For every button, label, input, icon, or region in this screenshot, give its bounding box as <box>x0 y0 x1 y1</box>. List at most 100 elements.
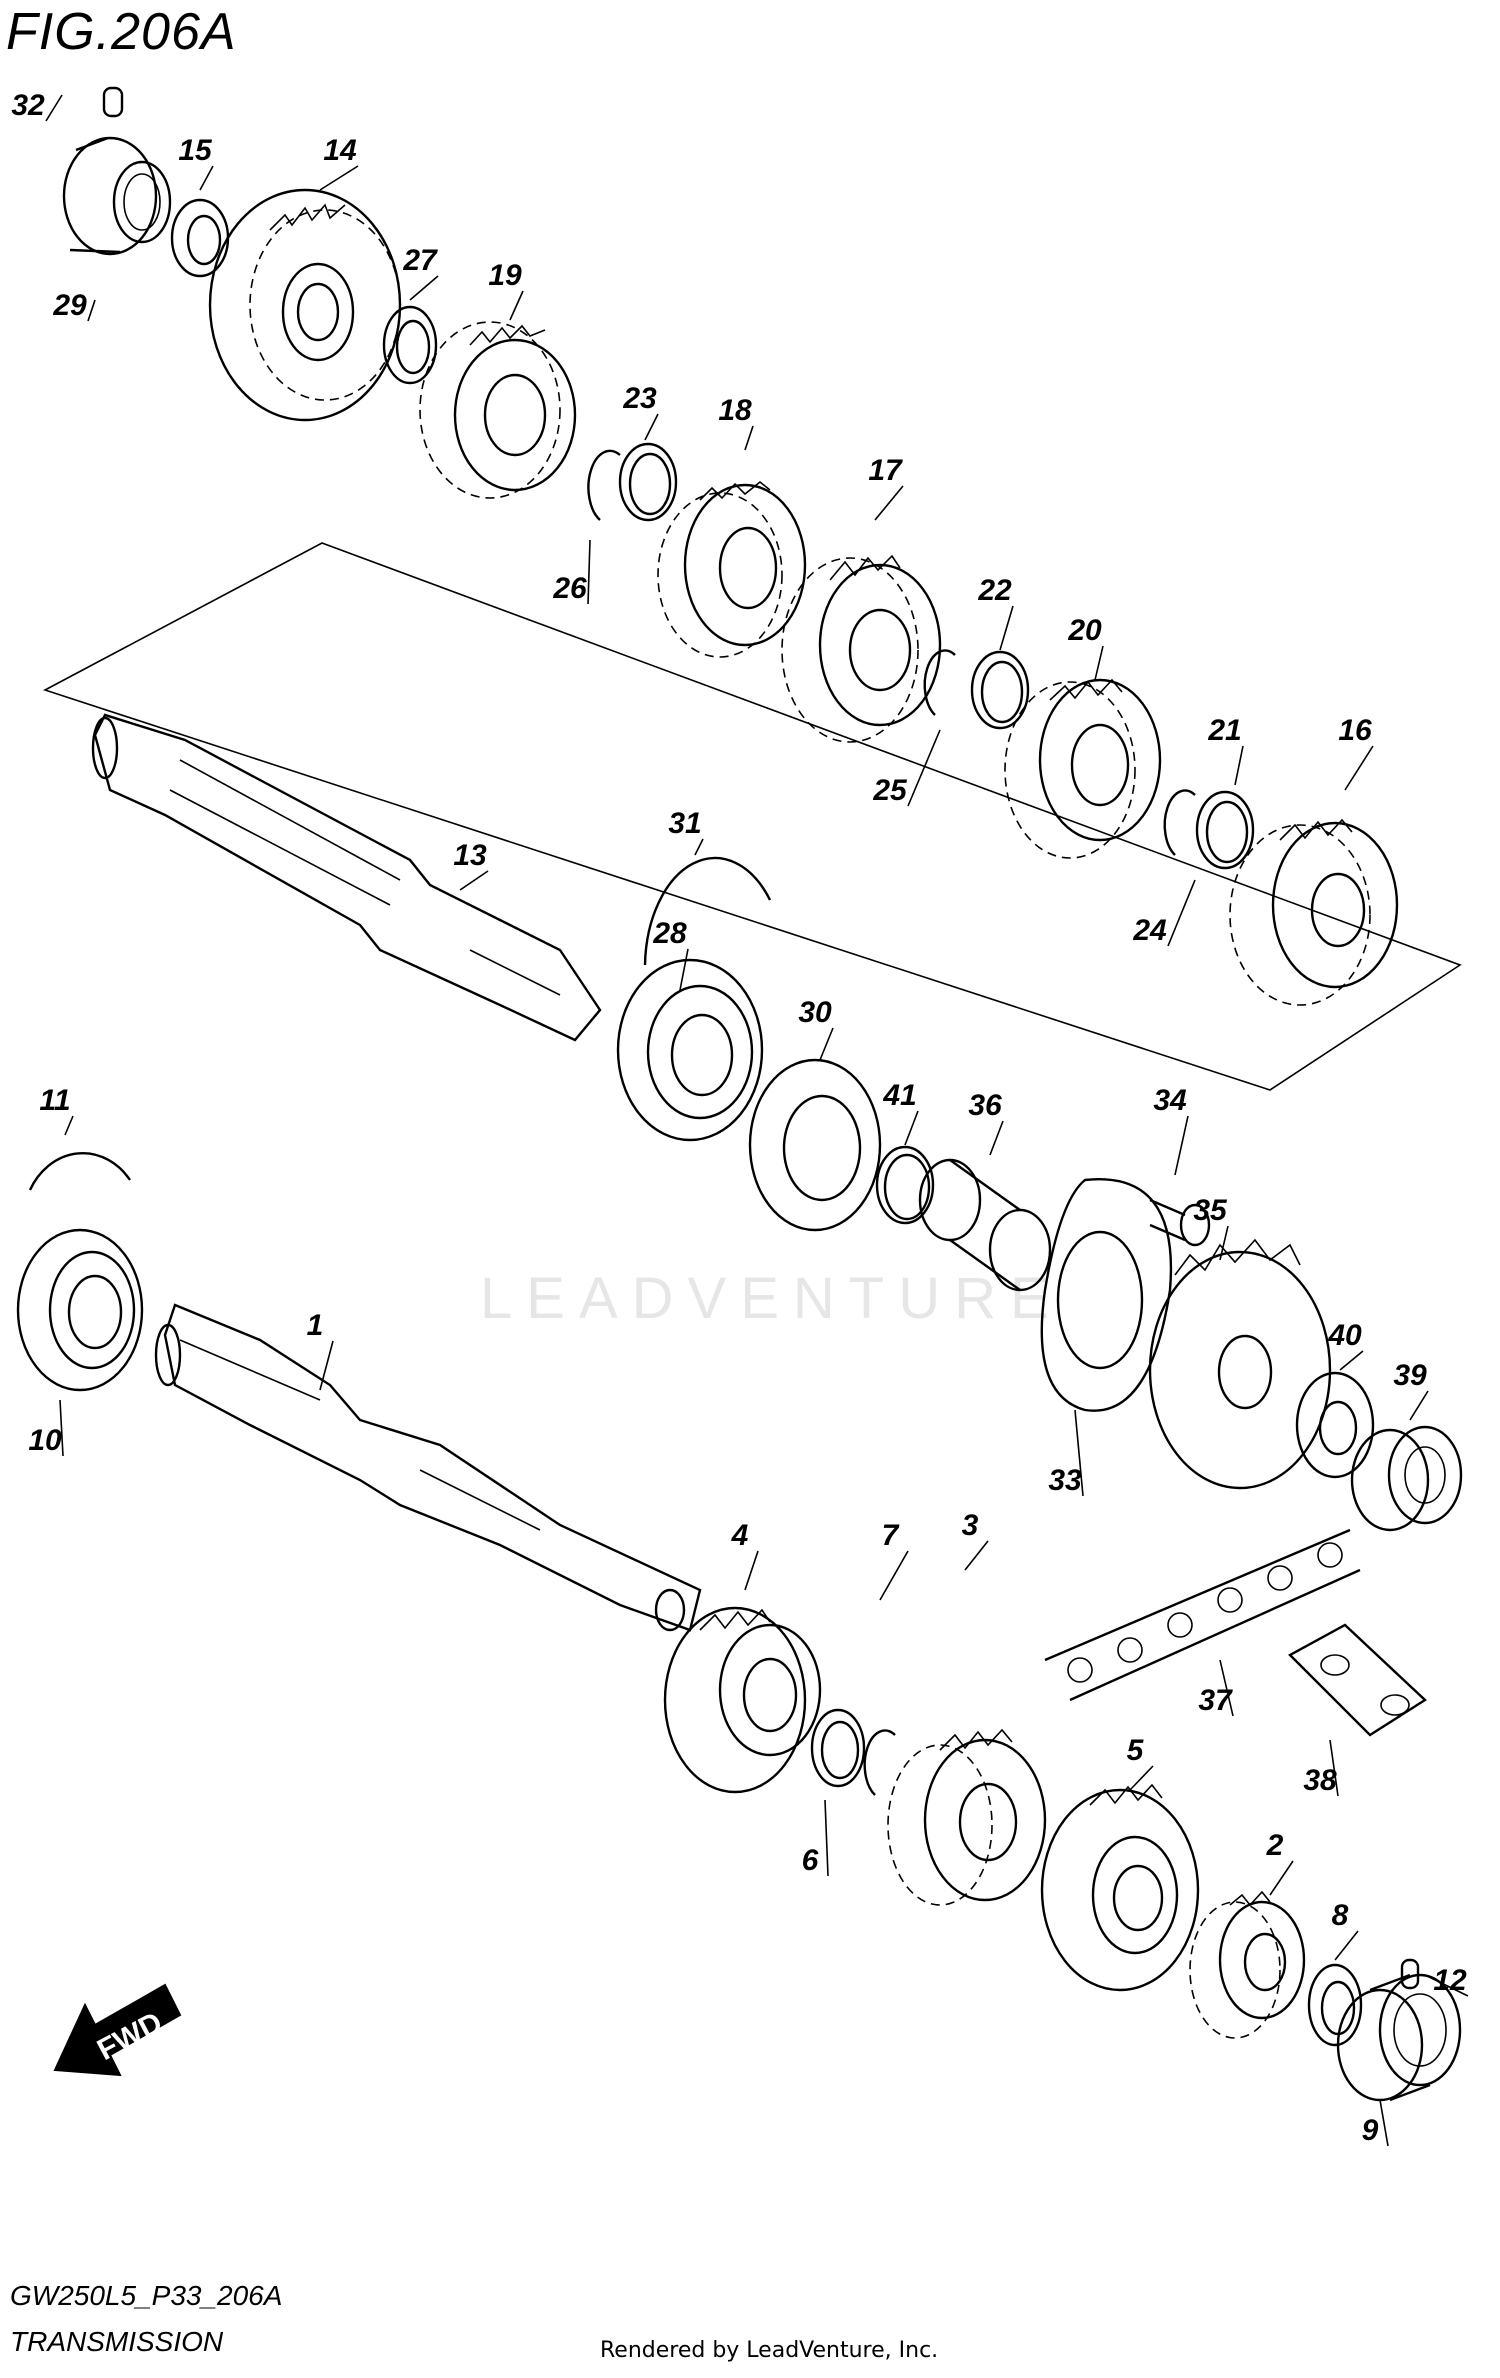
callout-leader-19 <box>509 290 524 321</box>
callout-4: 4 <box>731 1519 749 1552</box>
callout-23: 23 <box>622 382 657 415</box>
figure-title: FIG.206A <box>6 3 237 61</box>
callout-25: 25 <box>872 774 908 807</box>
gear-16-part <box>1229 818 1399 1006</box>
fwd-arrow-icon: FWD <box>53 1983 182 2077</box>
callout-38: 38 <box>1303 1764 1337 1797</box>
callout-40: 40 <box>1327 1319 1362 1352</box>
callout-30: 30 <box>798 996 832 1029</box>
callout-leader-4 <box>744 1550 759 1591</box>
callout-32: 32 <box>11 89 45 122</box>
gear-17-part <box>781 554 942 743</box>
callout-leader-30 <box>819 1027 834 1061</box>
callout-27: 27 <box>402 244 438 277</box>
circlip-7-part <box>863 1729 896 1796</box>
callout-11: 11 <box>39 1084 70 1117</box>
callout-leader-12 <box>1424 1974 1469 1997</box>
callout-leader-13 <box>459 870 489 891</box>
callout-leader-6 <box>824 1799 829 1877</box>
callout-20: 20 <box>1067 614 1102 647</box>
sprocket-35-part <box>1148 1238 1332 1490</box>
nut-39-part <box>1350 1425 1463 1532</box>
callout-39: 39 <box>1393 1359 1427 1392</box>
callout-leader-3 <box>964 1540 989 1571</box>
bearing-28-part <box>616 958 764 1142</box>
callout-leader-34 <box>1174 1115 1189 1176</box>
bearing-10-part <box>16 1228 144 1392</box>
washer-27-part <box>382 305 438 385</box>
watermark: LEADVENTURE <box>480 1266 1063 1331</box>
callout-leader-25 <box>907 729 941 807</box>
callout-leader-24 <box>1167 879 1196 947</box>
callout-leader-32 <box>45 94 63 122</box>
callout-leader-8 <box>1334 1930 1359 1961</box>
callout-37: 37 <box>1198 1684 1233 1717</box>
callout-leader-11 <box>64 1115 74 1136</box>
callout-8: 8 <box>1332 1899 1349 1932</box>
gear-18-part <box>657 480 807 658</box>
callout-22: 22 <box>977 574 1012 607</box>
callout-leader-17 <box>874 485 904 521</box>
callout-1: 1 <box>307 1309 324 1342</box>
washer-40-part <box>1295 1371 1375 1479</box>
circlip-24-part <box>1163 789 1196 856</box>
callout-leader-20 <box>1094 645 1104 681</box>
callout-leader-33 <box>1074 1409 1084 1497</box>
callout-31: 31 <box>668 807 701 840</box>
pin-32-part <box>102 86 124 118</box>
diagram-code: GW250L5_P33_206A <box>10 2280 283 2311</box>
callout-leader-22 <box>999 605 1014 651</box>
gear-20-part <box>1004 678 1162 859</box>
diagram-caption: TRANSMISSION <box>10 2326 224 2357</box>
washer-22-part <box>970 650 1030 730</box>
callout-7: 7 <box>882 1519 900 1552</box>
gear-2-part <box>1189 1890 1306 2039</box>
callout-leader-27 <box>409 275 439 301</box>
callout-6: 6 <box>802 1844 819 1877</box>
callout-leader-39 <box>1409 1390 1429 1421</box>
callout-leader-5 <box>1129 1765 1154 1791</box>
rendered-by: Rendered by LeadVenture, Inc. <box>600 2338 939 2363</box>
callout-leader-31 <box>694 838 704 856</box>
oilseal-30-part <box>748 1058 882 1232</box>
callout-16: 16 <box>1338 714 1372 747</box>
callout-leader-37 <box>1219 1659 1234 1717</box>
callout-leader-1 <box>319 1340 334 1391</box>
countershaft-13-part <box>91 713 602 1042</box>
callout-9: 9 <box>1362 2114 1379 2147</box>
circlip-25-part <box>923 649 956 716</box>
washer-23-part <box>618 442 678 522</box>
callout-leader-2 <box>1269 1860 1294 1896</box>
callout-leader-7 <box>879 1550 909 1601</box>
washer-15-part <box>170 198 230 278</box>
washer-6-part <box>810 1708 866 1788</box>
callout-15: 15 <box>178 134 213 167</box>
callout-14: 14 <box>323 134 357 167</box>
gear-4-part <box>663 1606 822 1794</box>
callout-34: 34 <box>1153 1084 1187 1117</box>
plate-33-part <box>1040 1178 1173 1412</box>
circlip-31-part <box>643 856 772 966</box>
callout-33: 33 <box>1048 1464 1082 1497</box>
callout-21: 21 <box>1207 714 1241 747</box>
bearing-29-part <box>62 136 172 256</box>
callout-leader-29 <box>87 299 96 322</box>
callout-5: 5 <box>1127 1734 1145 1767</box>
circlip-26-part <box>587 449 621 521</box>
gear-14-part <box>208 188 402 422</box>
callout-28: 28 <box>652 917 687 950</box>
masterlink-38-part <box>1288 1623 1427 1737</box>
callout-leader-28 <box>679 948 689 991</box>
gear-3-part <box>887 1728 1047 1906</box>
gear-5-part <box>1040 1783 1200 1992</box>
callout-3: 3 <box>962 1509 979 1542</box>
callout-leader-10 <box>59 1399 64 1457</box>
callout-leader-14 <box>319 165 359 191</box>
callout-17: 17 <box>868 454 903 487</box>
callout-19: 19 <box>488 259 522 292</box>
callout-35: 35 <box>1193 1194 1228 1227</box>
callout-18: 18 <box>718 394 752 427</box>
callout-36: 36 <box>968 1089 1002 1122</box>
